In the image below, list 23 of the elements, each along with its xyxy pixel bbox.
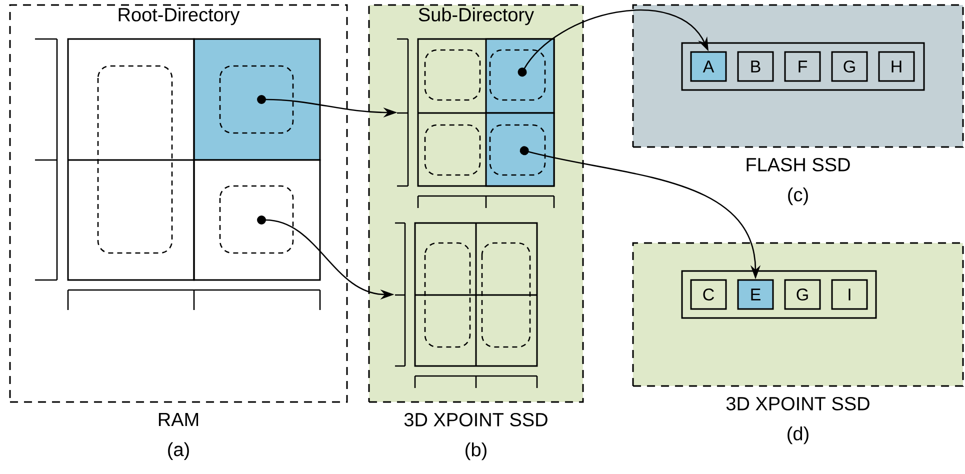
grid-cell <box>193 159 321 281</box>
node-label: 3D XPOINT SSD <box>726 396 870 410</box>
grid-cell <box>193 38 321 161</box>
letter-box: G <box>831 51 868 82</box>
node-label: (b) <box>466 442 486 460</box>
node-label: (c) <box>788 187 808 206</box>
letter-box: E <box>737 279 774 310</box>
node-label: FLASH SSD <box>746 158 850 172</box>
node-label: 3D XPOINT SSD <box>404 412 548 426</box>
letter-box: G <box>784 279 821 310</box>
node-label: RAM <box>158 412 198 426</box>
letter-box: C <box>690 279 727 310</box>
grid-cell <box>485 112 555 187</box>
letter-box: A <box>690 51 727 82</box>
grid-box <box>414 222 538 367</box>
node-label: (d) <box>788 426 808 444</box>
letter-box: I <box>831 279 868 310</box>
letter-box: B <box>737 51 774 82</box>
grid-cell <box>485 38 555 114</box>
letter-box: H <box>878 51 915 82</box>
node-label: (a) <box>168 442 189 460</box>
letter-box: F <box>784 51 821 82</box>
arrow <box>518 10 708 77</box>
